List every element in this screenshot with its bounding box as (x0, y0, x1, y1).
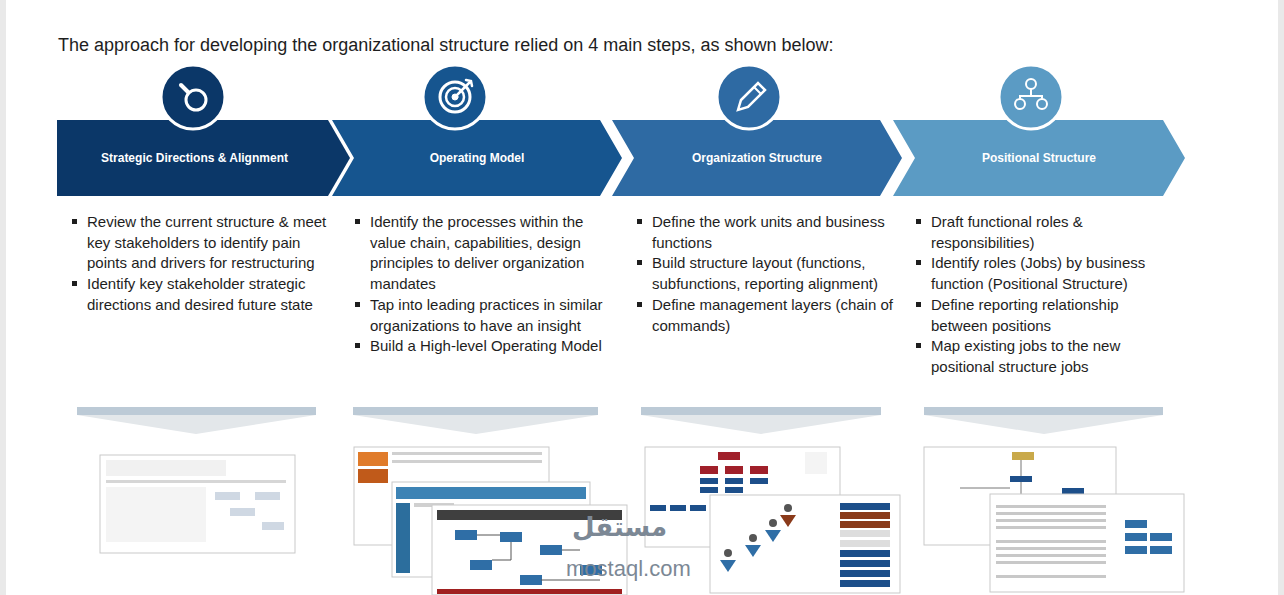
bullet-text: Identify roles (Jobs) by business functi… (931, 254, 1145, 292)
bullet-text: Map existing jobs to the new positional … (931, 337, 1120, 375)
step-chevron: Strategic Directions & Alignment (57, 120, 350, 196)
bullet-item: Build a High-level Operating Model (353, 336, 618, 357)
bullet-text: Tap into leading practices in similar or… (370, 296, 603, 334)
bullet-text: Define management layers (chain of comma… (652, 296, 893, 334)
step-title: Positional Structure (982, 151, 1096, 165)
bullet-item: Map existing jobs to the new positional … (914, 336, 1179, 377)
bullet-item: Identify roles (Jobs) by business functi… (914, 253, 1179, 294)
page-title: The approach for developing the organiza… (58, 35, 833, 56)
bullet-item: Tap into leading practices in similar or… (353, 295, 618, 336)
bullet-mark (637, 219, 642, 224)
bullet-text: Draft functional roles & responsibilitie… (931, 213, 1083, 251)
bullet-mark (637, 260, 642, 265)
bullet-item: Define reporting relationship between po… (914, 295, 1179, 336)
bullet-mark (355, 302, 360, 307)
bullet-item: Build structure layout (functions, subfu… (635, 253, 900, 294)
bullet-mark (916, 219, 921, 224)
bullet-item: Identify the processes within the value … (353, 212, 618, 295)
bullet-mark (916, 302, 921, 307)
step-chevron: Positional Structure (893, 120, 1185, 196)
bullet-text: Review the current structure & meet key … (87, 213, 326, 271)
page-frame (1278, 0, 1284, 595)
bullet-text: Define reporting relationship between po… (931, 296, 1119, 334)
bullet-item: Review the current structure & meet key … (70, 212, 335, 274)
bullet-mark (355, 343, 360, 348)
bullet-text: Define the work units and business funct… (652, 213, 885, 251)
bullet-item: Draft functional roles & responsibilitie… (914, 212, 1179, 253)
step-title: Strategic Directions & Alignment (101, 151, 288, 165)
step-title: Organization Structure (692, 151, 822, 165)
bullet-text: Build a High-level Operating Model (370, 337, 602, 354)
bullet-item: Define the work units and business funct… (635, 212, 900, 253)
bullet-mark (637, 302, 642, 307)
step-title: Operating Model (430, 151, 525, 165)
bullet-item: Identify key stakeholder strategic direc… (70, 274, 335, 315)
step-chevron: Organization Structure (612, 120, 902, 196)
bullet-text: Build structure layout (functions, subfu… (652, 254, 878, 292)
bullet-mark (355, 219, 360, 224)
bullet-mark (916, 260, 921, 265)
watermark: مستقل (572, 512, 667, 543)
bullet-mark (72, 281, 77, 286)
bullet-text: Identify the processes within the value … (370, 213, 584, 292)
page-frame (0, 0, 6, 595)
step-chevron: Operating Model (332, 120, 622, 196)
bullet-mark (916, 343, 921, 348)
bullet-text: Identify key stakeholder strategic direc… (87, 275, 313, 313)
bullet-item: Define management layers (chain of comma… (635, 295, 900, 336)
watermark: mostaql.com (566, 556, 691, 582)
bullet-mark (72, 219, 77, 224)
